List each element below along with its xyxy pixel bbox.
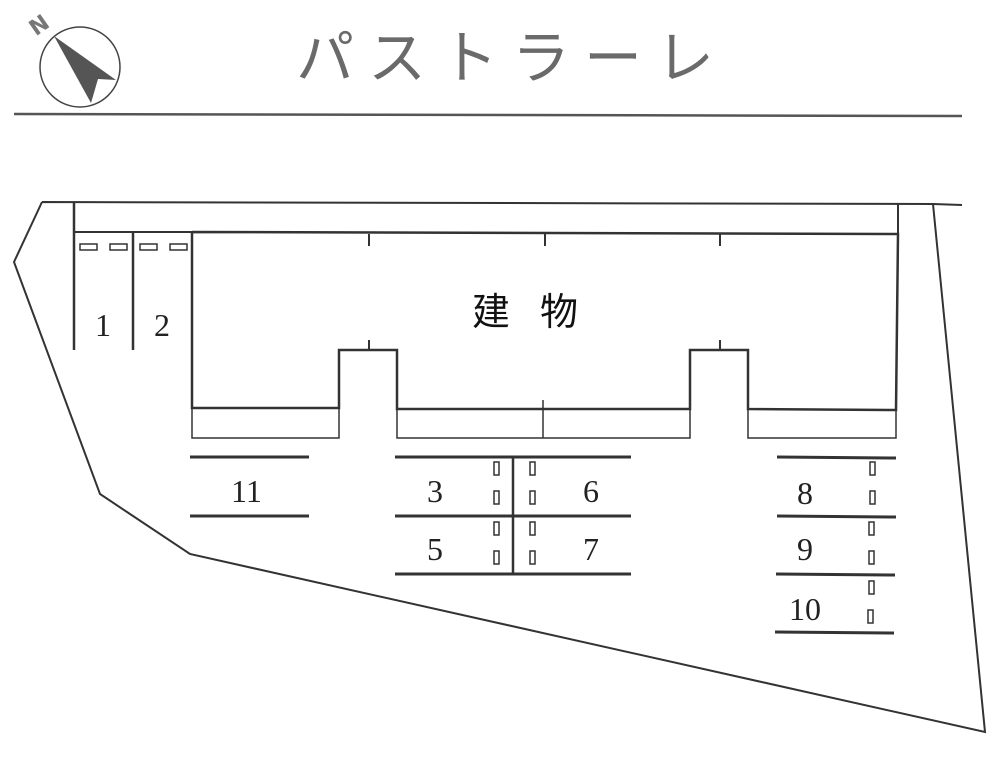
parking-space-9: 9 bbox=[797, 531, 813, 567]
wheel-stops-1-2 bbox=[79, 243, 188, 251]
parking-space-6: 6 bbox=[583, 473, 599, 509]
parking-space-10: 10 bbox=[789, 591, 821, 627]
parking-block-center bbox=[395, 455, 631, 576]
parking-space-7: 7 bbox=[583, 531, 599, 567]
building-label: 建物 bbox=[472, 290, 608, 334]
parking-space-3: 3 bbox=[427, 473, 443, 509]
north-arrow-icon bbox=[54, 36, 116, 103]
boundary-extension bbox=[932, 203, 963, 206]
parking-space-2: 2 bbox=[154, 307, 170, 343]
north-label: N bbox=[25, 10, 54, 41]
building: 建物 bbox=[190, 230, 900, 439]
page-title: パストラーレ bbox=[296, 24, 728, 92]
title-underline bbox=[13, 112, 963, 118]
compass-circle bbox=[39, 26, 121, 108]
parking-space-1: 1 bbox=[95, 307, 111, 343]
parking-block-right bbox=[774, 455, 897, 635]
parking-space-5: 5 bbox=[427, 531, 443, 567]
parking-space-11: 11 bbox=[231, 473, 262, 509]
compass: N bbox=[25, 10, 121, 108]
parking-space-8: 8 bbox=[797, 475, 813, 511]
